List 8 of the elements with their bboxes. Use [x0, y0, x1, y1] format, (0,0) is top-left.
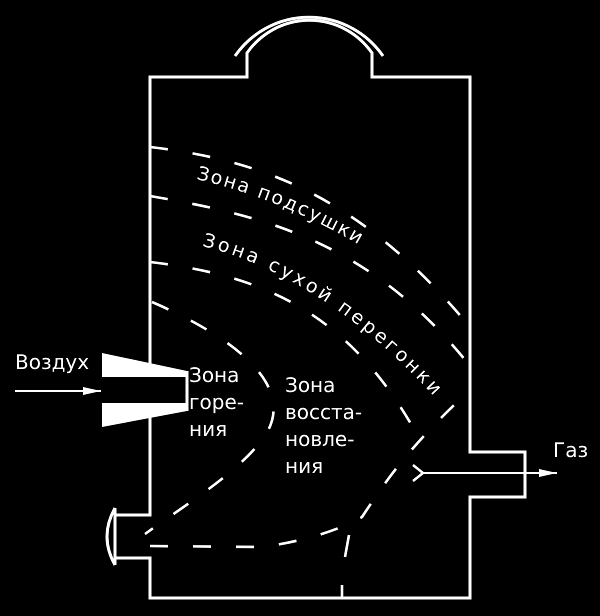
edge-label: Газ: [553, 437, 588, 464]
arrow: [412, 464, 557, 482]
zone-label: Зона горе- ния: [189, 362, 244, 443]
gasifier-vessel: [106, 16, 526, 600]
edge-label: Воздух: [15, 349, 90, 376]
air-nozzle: [102, 353, 188, 427]
zone-label: Зона восста- новле- ния: [285, 373, 362, 480]
arrow: [15, 387, 101, 395]
